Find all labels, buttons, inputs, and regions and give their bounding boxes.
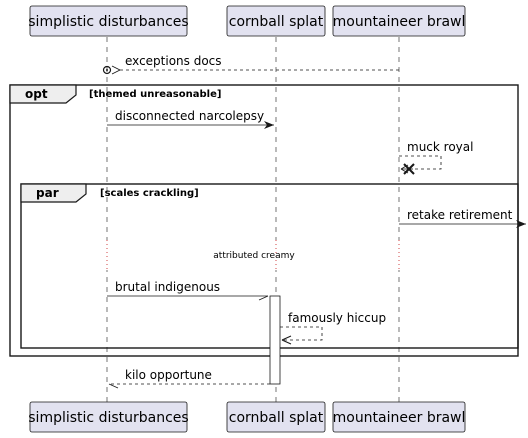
participant-simplistic-disturbances-top[interactable]: simplistic disturbances [28, 5, 189, 37]
participant-label: mountaineer brawl [333, 410, 466, 426]
participant-label: mountaineer brawl [333, 14, 466, 30]
participant-mountaineer-brawl-top[interactable]: mountaineer brawl [332, 5, 466, 37]
message-famously-hiccup: famously hiccup [280, 311, 386, 345]
activation-bar-cornball-splat [269, 295, 281, 385]
participant-label: cornball splat [229, 14, 324, 30]
delay-label: attributed creamy [213, 251, 295, 261]
message-label: retake retirement [407, 208, 513, 222]
participant-cornball-splat-bottom[interactable]: cornball splat [226, 401, 326, 433]
message-label: kilo opportune [125, 368, 212, 382]
message-disconnected-narcolepsy: disconnected narcolepsy [107, 109, 274, 129]
message-brutal-indigenous: brutal indigenous [107, 280, 269, 301]
message-label: brutal indigenous [115, 280, 220, 294]
participant-label: simplistic disturbances [28, 410, 188, 426]
delay-attributed-creamy: attributed creamy [100, 240, 410, 270]
fragment-condition: [themed unreasonable] [89, 89, 221, 100]
message-muck-royal: muck royal [399, 140, 473, 175]
participant-label: simplistic disturbances [28, 14, 188, 30]
message-label: muck royal [407, 140, 473, 154]
participant-label: cornball splat [229, 410, 324, 426]
message-label: disconnected narcolepsy [115, 109, 264, 123]
message-kilo-opportune: kilo opportune [108, 368, 270, 389]
message-exceptions-docs: exceptions docs [102, 54, 399, 75]
message-label: exceptions docs [125, 54, 222, 68]
participant-simplistic-disturbances-bottom[interactable]: simplistic disturbances [28, 401, 189, 433]
fragment-keyword: par [36, 186, 59, 200]
participant-mountaineer-brawl-bottom[interactable]: mountaineer brawl [332, 401, 466, 433]
participant-cornball-splat-top[interactable]: cornball splat [226, 5, 326, 37]
message-retake-retirement: retake retirement [399, 208, 526, 228]
message-label: famously hiccup [288, 311, 386, 325]
fragment-par: par [scales crackling] [20, 183, 519, 349]
destroy-x-icon [403, 163, 415, 175]
fragment-condition: [scales crackling] [100, 188, 199, 199]
lost-message-circle-icon [102, 65, 112, 75]
fragment-keyword: opt [25, 87, 48, 101]
